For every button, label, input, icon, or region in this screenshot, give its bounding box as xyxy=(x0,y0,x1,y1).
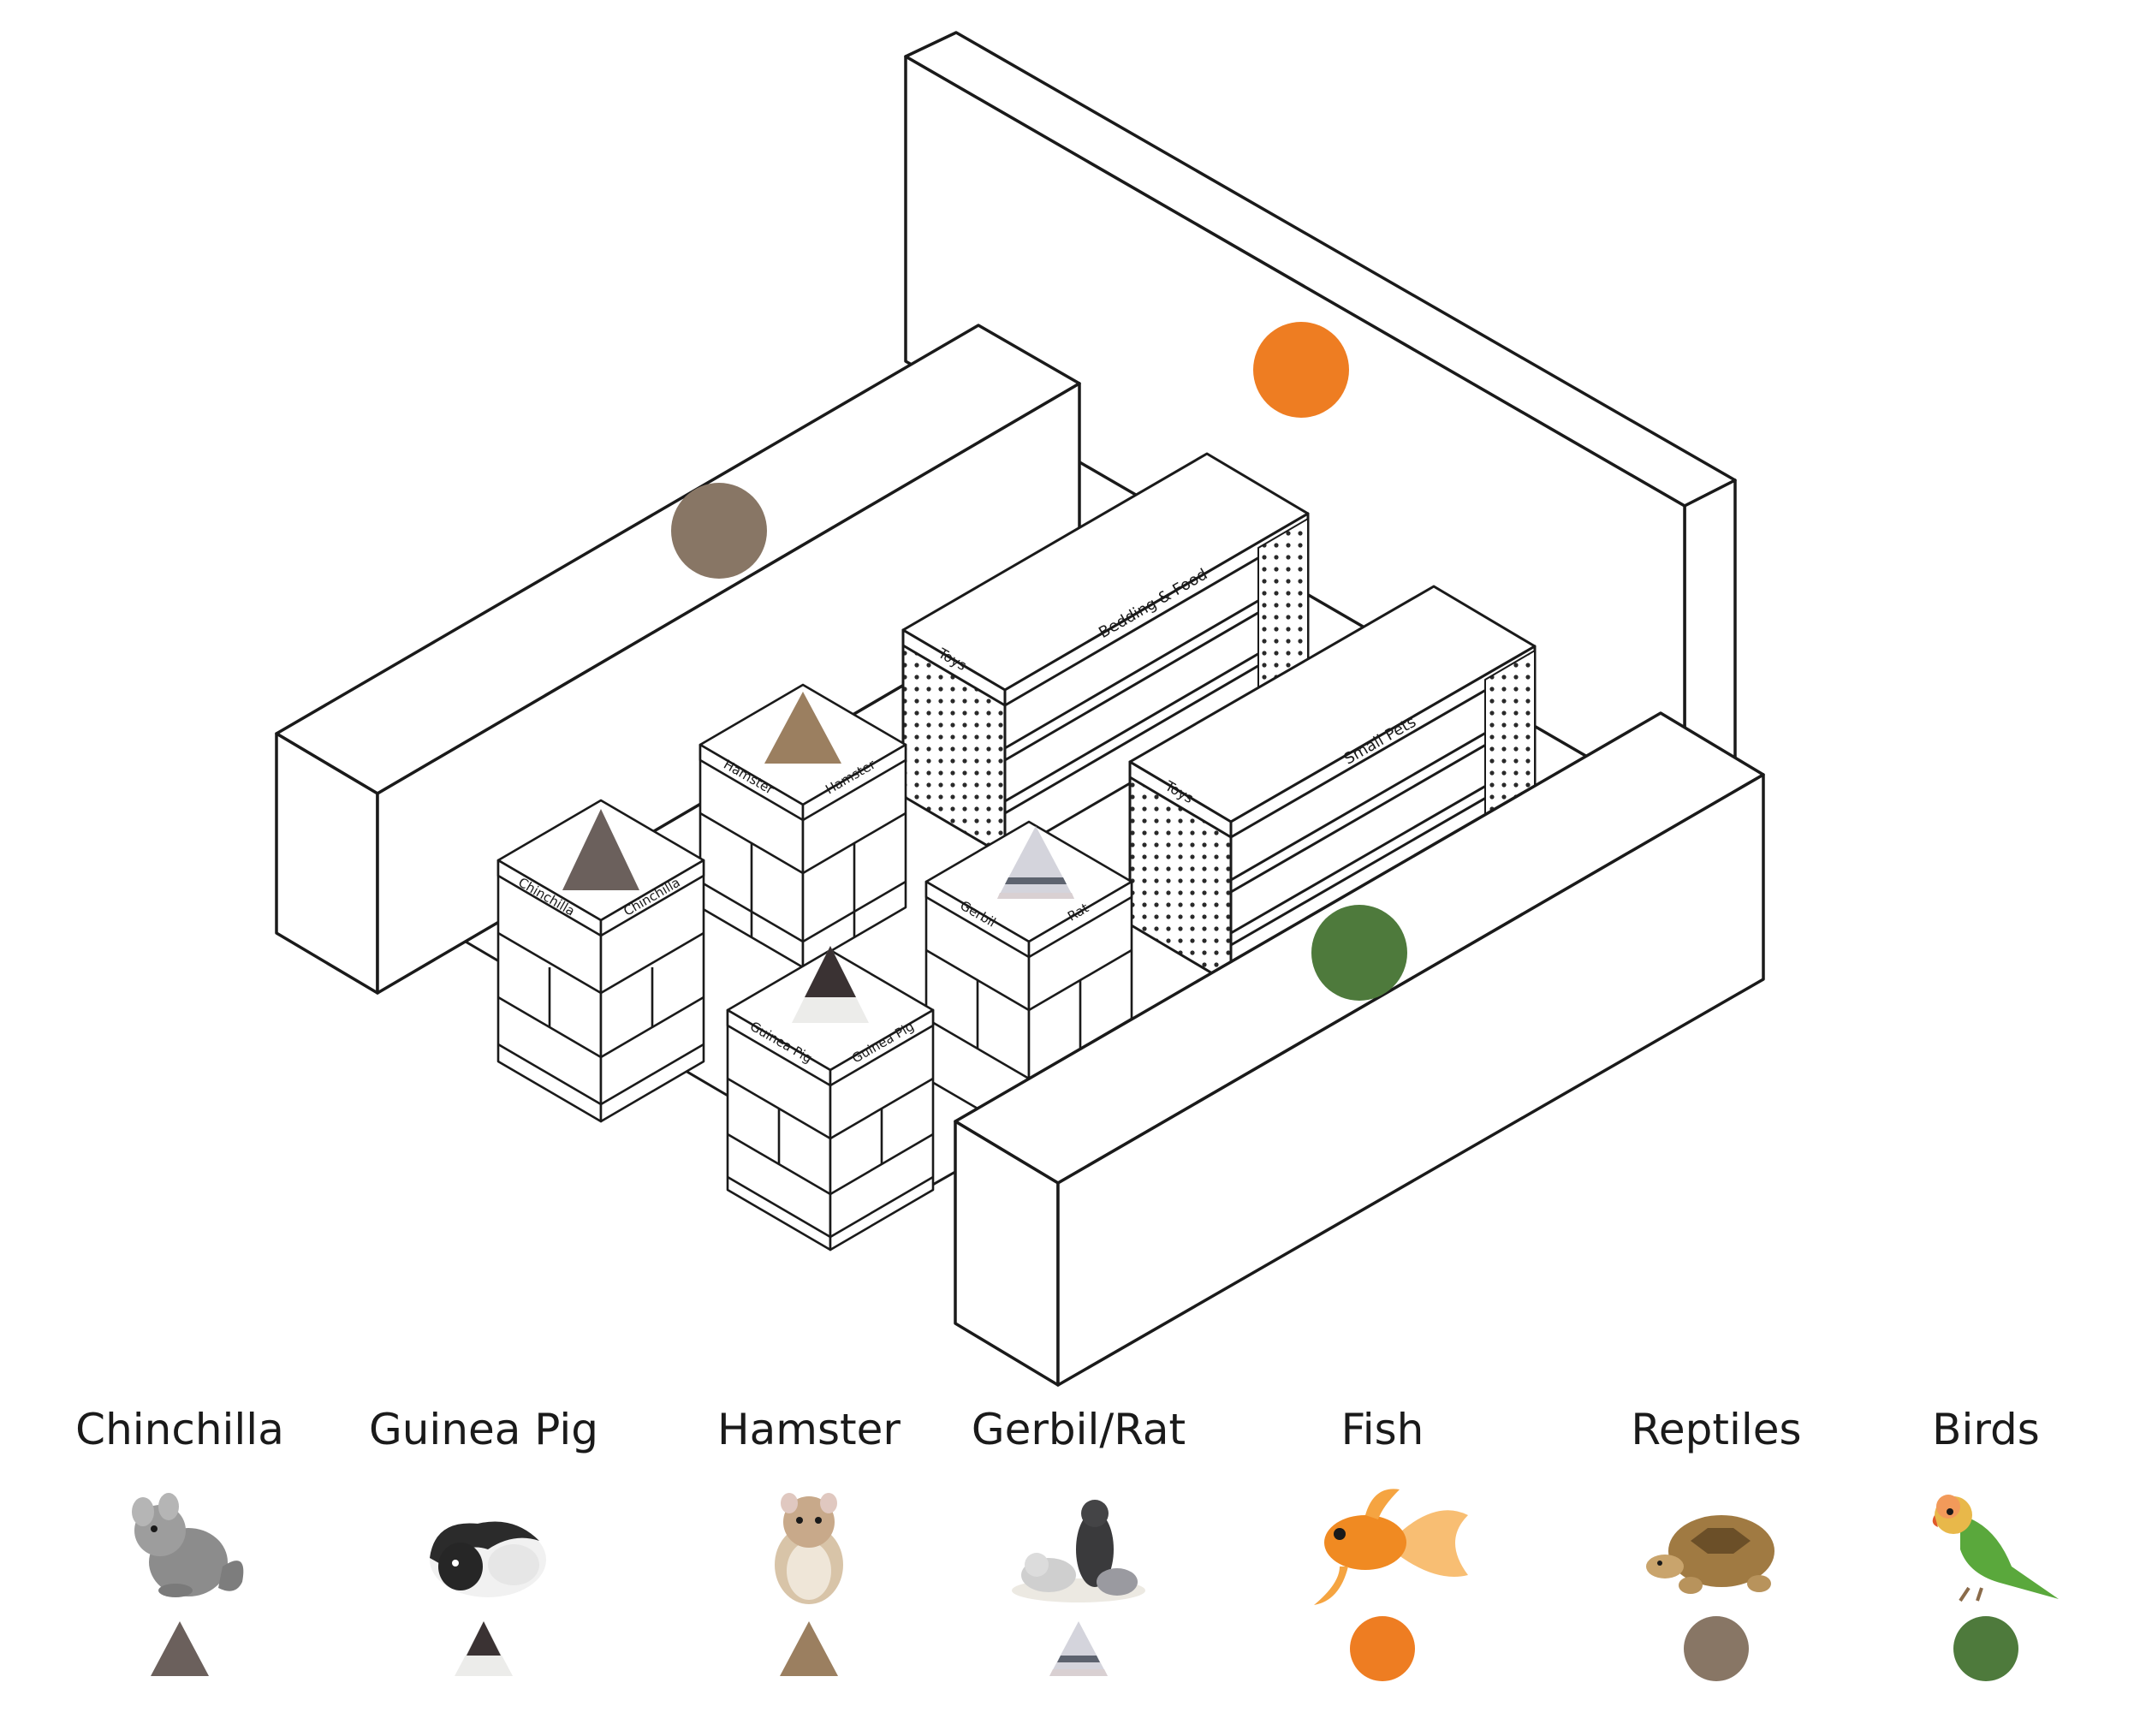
cage-chinchilla-marker xyxy=(562,809,639,890)
legend-item-hamster: Hamster xyxy=(672,1404,946,1729)
legend-item-guinea-pig: Guinea Pig xyxy=(347,1404,621,1729)
gerbil-rat-photo-icon xyxy=(1012,1500,1145,1602)
birds-zone-marker xyxy=(1311,905,1407,1001)
reptiles-zone-marker xyxy=(671,483,767,579)
cage-guinea-pig-marker xyxy=(792,946,869,1023)
legend-label: Fish xyxy=(1340,1405,1424,1454)
legend-label: Gerbil/Rat xyxy=(971,1405,1186,1454)
chinchilla-photo-icon xyxy=(132,1493,244,1597)
legend-label: Chinchilla xyxy=(75,1405,284,1454)
legend-item-birds: Birds xyxy=(1849,1404,2123,1729)
cage-chinchilla xyxy=(496,799,705,1123)
parrot-photo-icon xyxy=(1932,1495,2059,1602)
cage-guinea-pig xyxy=(726,948,935,1251)
legend-marker-reptiles xyxy=(1684,1616,1749,1681)
shelf-unit-small-pets xyxy=(1128,585,1537,986)
legend-label: Reptiles xyxy=(1631,1405,1802,1454)
hamster-photo-icon xyxy=(775,1493,843,1604)
legend-item-chinchilla: Chinchilla xyxy=(43,1404,317,1729)
legend-marker-hamster xyxy=(780,1621,838,1676)
legend-marker-gerbil-rat xyxy=(1049,1621,1108,1676)
legend-label: Guinea Pig xyxy=(369,1405,598,1454)
legend-marker-guinea-pig xyxy=(455,1621,513,1676)
cage-gerbil-rat-marker xyxy=(997,826,1074,899)
cage-hamster-marker xyxy=(764,692,841,764)
legend-marker-fish xyxy=(1350,1616,1415,1681)
goldfish-photo-icon xyxy=(1314,1489,1468,1605)
legend-item-reptiles: Reptiles xyxy=(1579,1404,1853,1729)
legend: Chinchilla Guinea Pig Hamst xyxy=(0,1404,2140,1736)
guinea-pig-photo-icon xyxy=(430,1521,546,1597)
legend-marker-birds xyxy=(1953,1616,2018,1681)
legend-marker-chinchilla xyxy=(151,1621,209,1676)
legend-item-fish: Fish xyxy=(1245,1404,1519,1729)
fish-zone-marker xyxy=(1253,322,1349,418)
legend-item-gerbil-rat: Gerbil/Rat xyxy=(942,1404,1216,1729)
tortoise-photo-icon xyxy=(1646,1515,1774,1594)
legend-label: Hamster xyxy=(717,1405,901,1454)
legend-label: Birds xyxy=(1932,1405,2040,1454)
